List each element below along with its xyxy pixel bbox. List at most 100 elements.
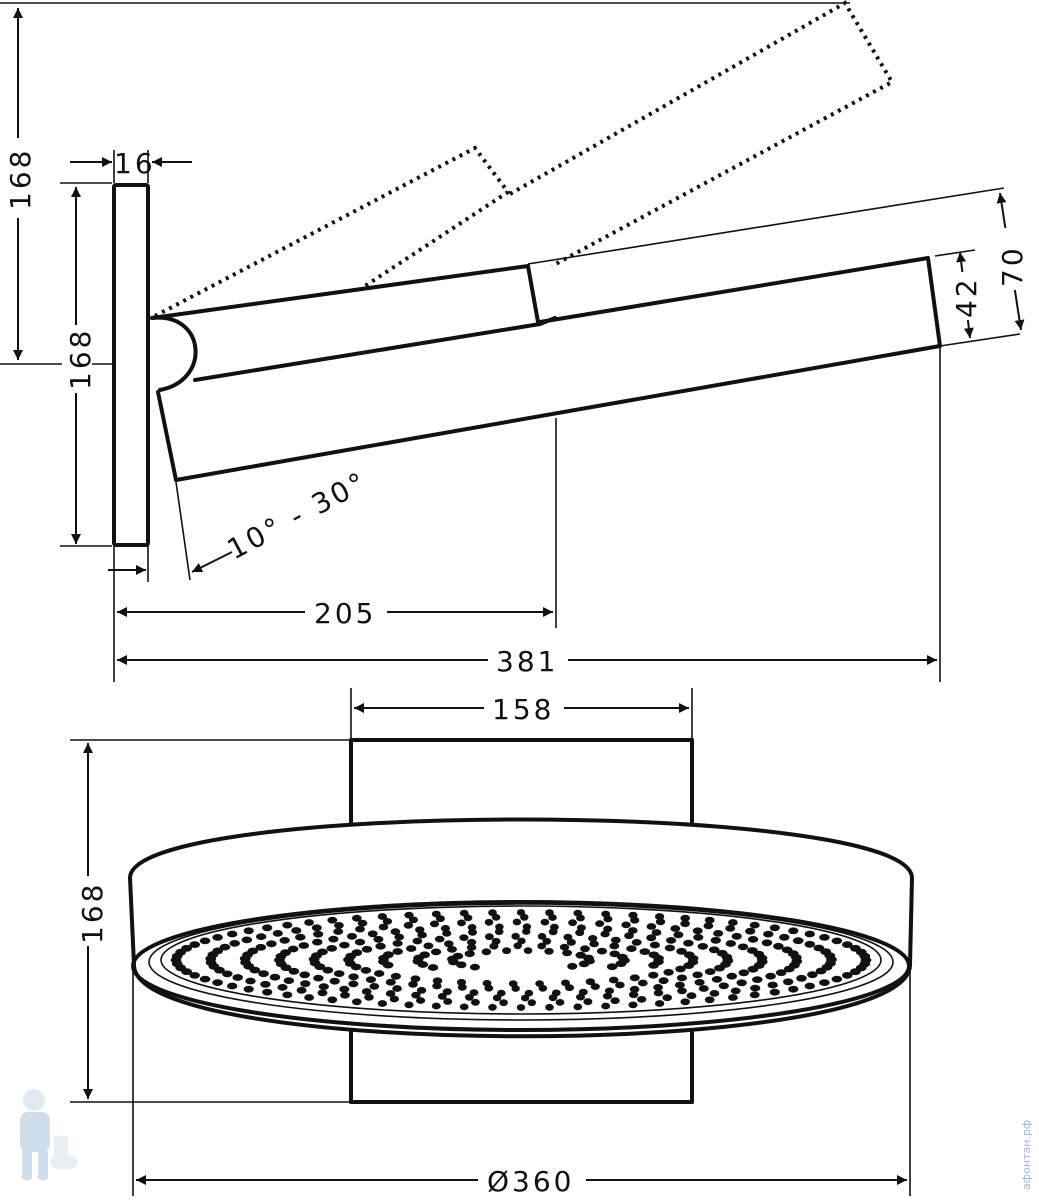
nozzle-hole <box>227 930 238 938</box>
shower-head-side <box>156 256 942 482</box>
shower-face-rim <box>148 903 894 1021</box>
nozzle-hole <box>819 934 830 941</box>
nozzle-hole <box>452 952 464 960</box>
nozzle-hole <box>725 925 736 932</box>
nozzle-hole <box>373 935 384 943</box>
nozzle-hole <box>677 987 687 995</box>
nozzle-hole <box>842 941 853 948</box>
nozzle-hole <box>447 946 457 953</box>
nozzle-hole <box>686 992 697 1000</box>
nozzle-hole <box>442 988 452 996</box>
nozzle-hole <box>714 964 725 972</box>
nozzle-hole <box>481 948 492 956</box>
nozzle-hole <box>282 991 293 999</box>
nozzle-hole <box>655 918 666 926</box>
nozzle-hole <box>489 942 499 950</box>
nozzle-hole <box>511 932 520 940</box>
nozzle-hole <box>815 967 827 975</box>
nozzle-hole <box>287 945 299 953</box>
nozzle-hole <box>365 976 376 983</box>
nozzle-hole <box>658 977 669 985</box>
nozzle-hole <box>497 989 506 997</box>
nozzle-hole <box>444 940 454 948</box>
nozzle-hole <box>711 976 723 983</box>
nozzle-hole <box>624 932 634 940</box>
nozzle-hole <box>639 948 651 955</box>
nozzle-hole <box>352 914 362 922</box>
nozzle-hole <box>280 949 291 956</box>
label-mount-width: 158 <box>492 693 554 726</box>
nozzle-hole <box>262 988 273 996</box>
dim-head-height: 70 <box>995 192 1029 331</box>
nozzle-hole <box>747 936 759 943</box>
nozzle-hole <box>469 963 480 971</box>
dim-plate-thickness: 16 <box>70 147 192 183</box>
nozzle-hole <box>567 962 578 970</box>
nozzle-hole <box>459 1003 469 1011</box>
nozzle-hole <box>522 928 531 935</box>
nozzle-hole <box>377 1000 388 1007</box>
nozzle-hole <box>683 962 695 969</box>
nozzle-hole <box>804 940 816 948</box>
nozzle-hole <box>313 930 324 938</box>
nozzle-hole <box>637 996 647 1003</box>
nozzle-hole <box>676 947 687 955</box>
nozzle-hole <box>334 922 344 929</box>
dim-mount-width: 158 <box>354 690 689 726</box>
nozzle-hole <box>604 987 615 995</box>
nozzle-hole <box>410 975 421 983</box>
nozzle-hole <box>357 919 368 927</box>
nozzle-hole <box>508 980 518 988</box>
nozzle-hole <box>792 937 804 945</box>
nozzle-hole <box>535 980 544 987</box>
nozzle-hole <box>568 919 577 927</box>
nozzle-hole <box>288 967 300 975</box>
nozzle-hole <box>537 933 547 940</box>
label-plate-thickness: 16 <box>114 147 156 180</box>
nozzle-hole <box>260 980 271 988</box>
nozzle-hole <box>588 935 598 942</box>
nozzle-hole <box>626 945 637 952</box>
extension-line <box>175 481 191 581</box>
dim-head-diameter: Ø360 <box>136 1162 907 1198</box>
nozzle-hole <box>769 988 780 996</box>
nozzle-hole <box>437 993 447 1000</box>
nozzle-hole <box>499 999 508 1007</box>
nozzle-hole <box>322 966 334 974</box>
nozzle-hole <box>548 928 558 936</box>
shower-face-outer <box>131 900 911 1032</box>
dim-plate-height: 168 <box>62 187 97 544</box>
label-arm-height: 42 <box>950 276 983 318</box>
label-front-height: 168 <box>76 882 109 944</box>
nozzle-hole <box>749 921 760 929</box>
nozzle-hole <box>745 927 756 935</box>
nozzle-hole <box>375 942 386 950</box>
nozzle-hole <box>583 998 593 1006</box>
nozzle-hole <box>648 961 659 969</box>
nozzle-hole <box>340 991 350 999</box>
nozzle-hole <box>394 933 405 941</box>
nozzle-hole <box>181 944 193 952</box>
front-view: 158 168 Ø360 <box>70 688 914 1198</box>
nozzle-hole <box>327 996 338 1004</box>
nozzle-hole <box>773 942 784 950</box>
nozzle-hole <box>524 989 534 997</box>
wall-plate <box>112 183 150 547</box>
label-tilt-angle: 10° - 30° <box>222 465 374 567</box>
nozzle-hole <box>709 990 720 997</box>
nozzle-hole <box>502 947 512 955</box>
nozzle-hole <box>392 940 403 947</box>
nozzle-hole <box>606 963 618 971</box>
nozzle-hole <box>222 970 233 978</box>
nozzle-hole <box>601 1002 611 1010</box>
nozzle-hole <box>850 968 861 976</box>
label-head-height: 70 <box>996 245 1029 287</box>
nozzle-hole <box>212 947 224 955</box>
label-total-reach: 381 <box>496 645 558 678</box>
nozzle-hole <box>673 931 684 939</box>
nozzle-hole <box>512 918 522 926</box>
nozzle-hole <box>329 977 340 985</box>
nozzle-hole <box>551 989 561 997</box>
nozzle-hole <box>304 919 314 926</box>
